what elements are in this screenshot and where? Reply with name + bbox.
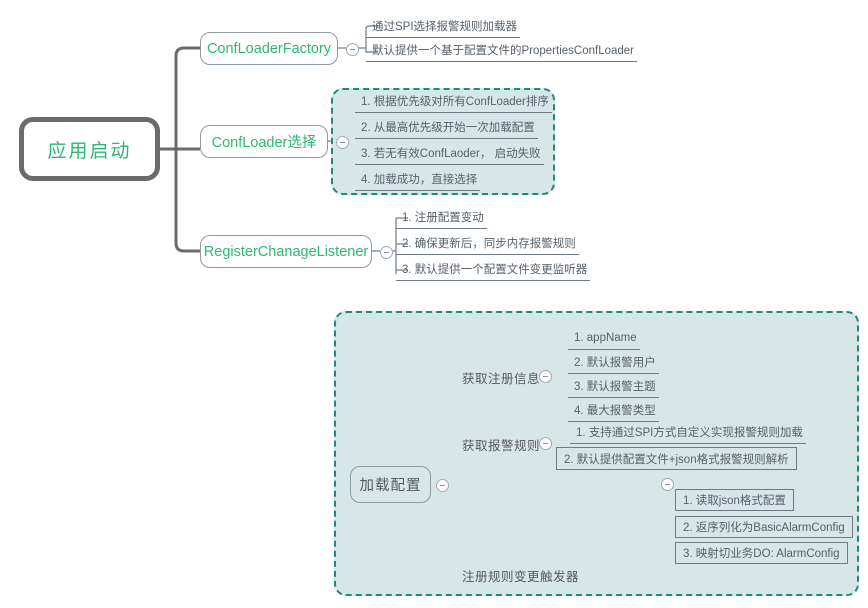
leaf-item[interactable]: 2. 默认报警用户	[568, 352, 659, 374]
collapse-toggle-register-chanage-listener[interactable]	[380, 246, 393, 259]
leaf-item[interactable]: 1. 注册配置变动	[396, 206, 487, 229]
leaf-item[interactable]: 2. 从最高优先级开始一次加载配置	[355, 116, 538, 139]
branch-label-fetch-alarm-rules[interactable]: 获取报警规则	[462, 439, 541, 453]
root-node-app-startup[interactable]: 应用启动	[19, 117, 160, 181]
node-register-chanage-listener[interactable]: RegisterChanageListener	[200, 235, 372, 268]
root-node-label: 应用启动	[47, 140, 132, 162]
leaf-item[interactable]: 3. 若无有效ConfLaoder， 启动失败	[355, 142, 544, 165]
node-confloaderfactory-label: ConfLoaderFactory	[206, 40, 332, 57]
leaf-box-item[interactable]: 2. 返序列化为BasicAlarmConfig	[675, 516, 853, 538]
leaf-item[interactable]: 1. appName	[568, 328, 640, 350]
leaf-box-item[interactable]: 3. 映射切业务DO: AlarmConfig	[675, 542, 848, 564]
leaf-item[interactable]: 3. 默认提供一个配置文件变更监听器	[396, 258, 591, 281]
collapse-toggle-json-parse[interactable]	[661, 478, 674, 491]
leaf-item[interactable]: 4. 最大报警类型	[568, 400, 659, 422]
collapse-toggle-load-config[interactable]	[436, 479, 449, 492]
node-confloaderfactory[interactable]: ConfLoaderFactory	[200, 32, 338, 65]
leaf-item[interactable]: 3. 默认报警主题	[568, 376, 659, 398]
collapse-toggle-confloader-selection[interactable]	[336, 136, 349, 149]
node-confloader-selection-label: ConfLoader选择	[211, 135, 317, 151]
leaf-item[interactable]: 1. 根据优先级对所有ConfLoader排序	[355, 90, 552, 113]
leaf-box-item[interactable]: 1. 读取json格式配置	[675, 489, 794, 511]
branch-label-fetch-registration-info[interactable]: 获取注册信息	[462, 372, 541, 386]
node-confloader-selection[interactable]: ConfLoader选择	[200, 125, 328, 158]
leaf-item[interactable]: 4. 加载成功，直接选择	[355, 168, 481, 191]
leaf-box-item[interactable]: 2. 默认提供配置文件+json格式报警规则解析	[556, 447, 797, 470]
node-load-config-label: 加载配置	[359, 478, 422, 494]
highlight-region-load-config	[334, 311, 859, 596]
leaf-item[interactable]: 通过SPI选择报警规则加载器	[366, 15, 521, 38]
highlight-region-confloader-selection	[331, 88, 555, 195]
leaf-item[interactable]: 1. 支持通过SPI方式自定义实现报警规则加载	[570, 422, 806, 444]
collapse-toggle-confloaderfactory[interactable]	[346, 43, 359, 56]
leaf-item[interactable]: 2. 确保更新后，同步内存报警规则	[396, 232, 579, 255]
collapse-toggle-fetch-alarm-rules[interactable]	[539, 437, 552, 450]
branch-label-register-rule-change-trigger[interactable]: 注册规则变更触发器	[462, 570, 580, 584]
node-load-config[interactable]: 加载配置	[350, 466, 431, 503]
node-register-chanage-listener-label: RegisterChanageListener	[203, 243, 369, 260]
leaf-item[interactable]: 默认提供一个基于配置文件的PropertiesConfLoader	[366, 39, 638, 62]
collapse-toggle-fetch-registration-info[interactable]	[539, 370, 552, 383]
